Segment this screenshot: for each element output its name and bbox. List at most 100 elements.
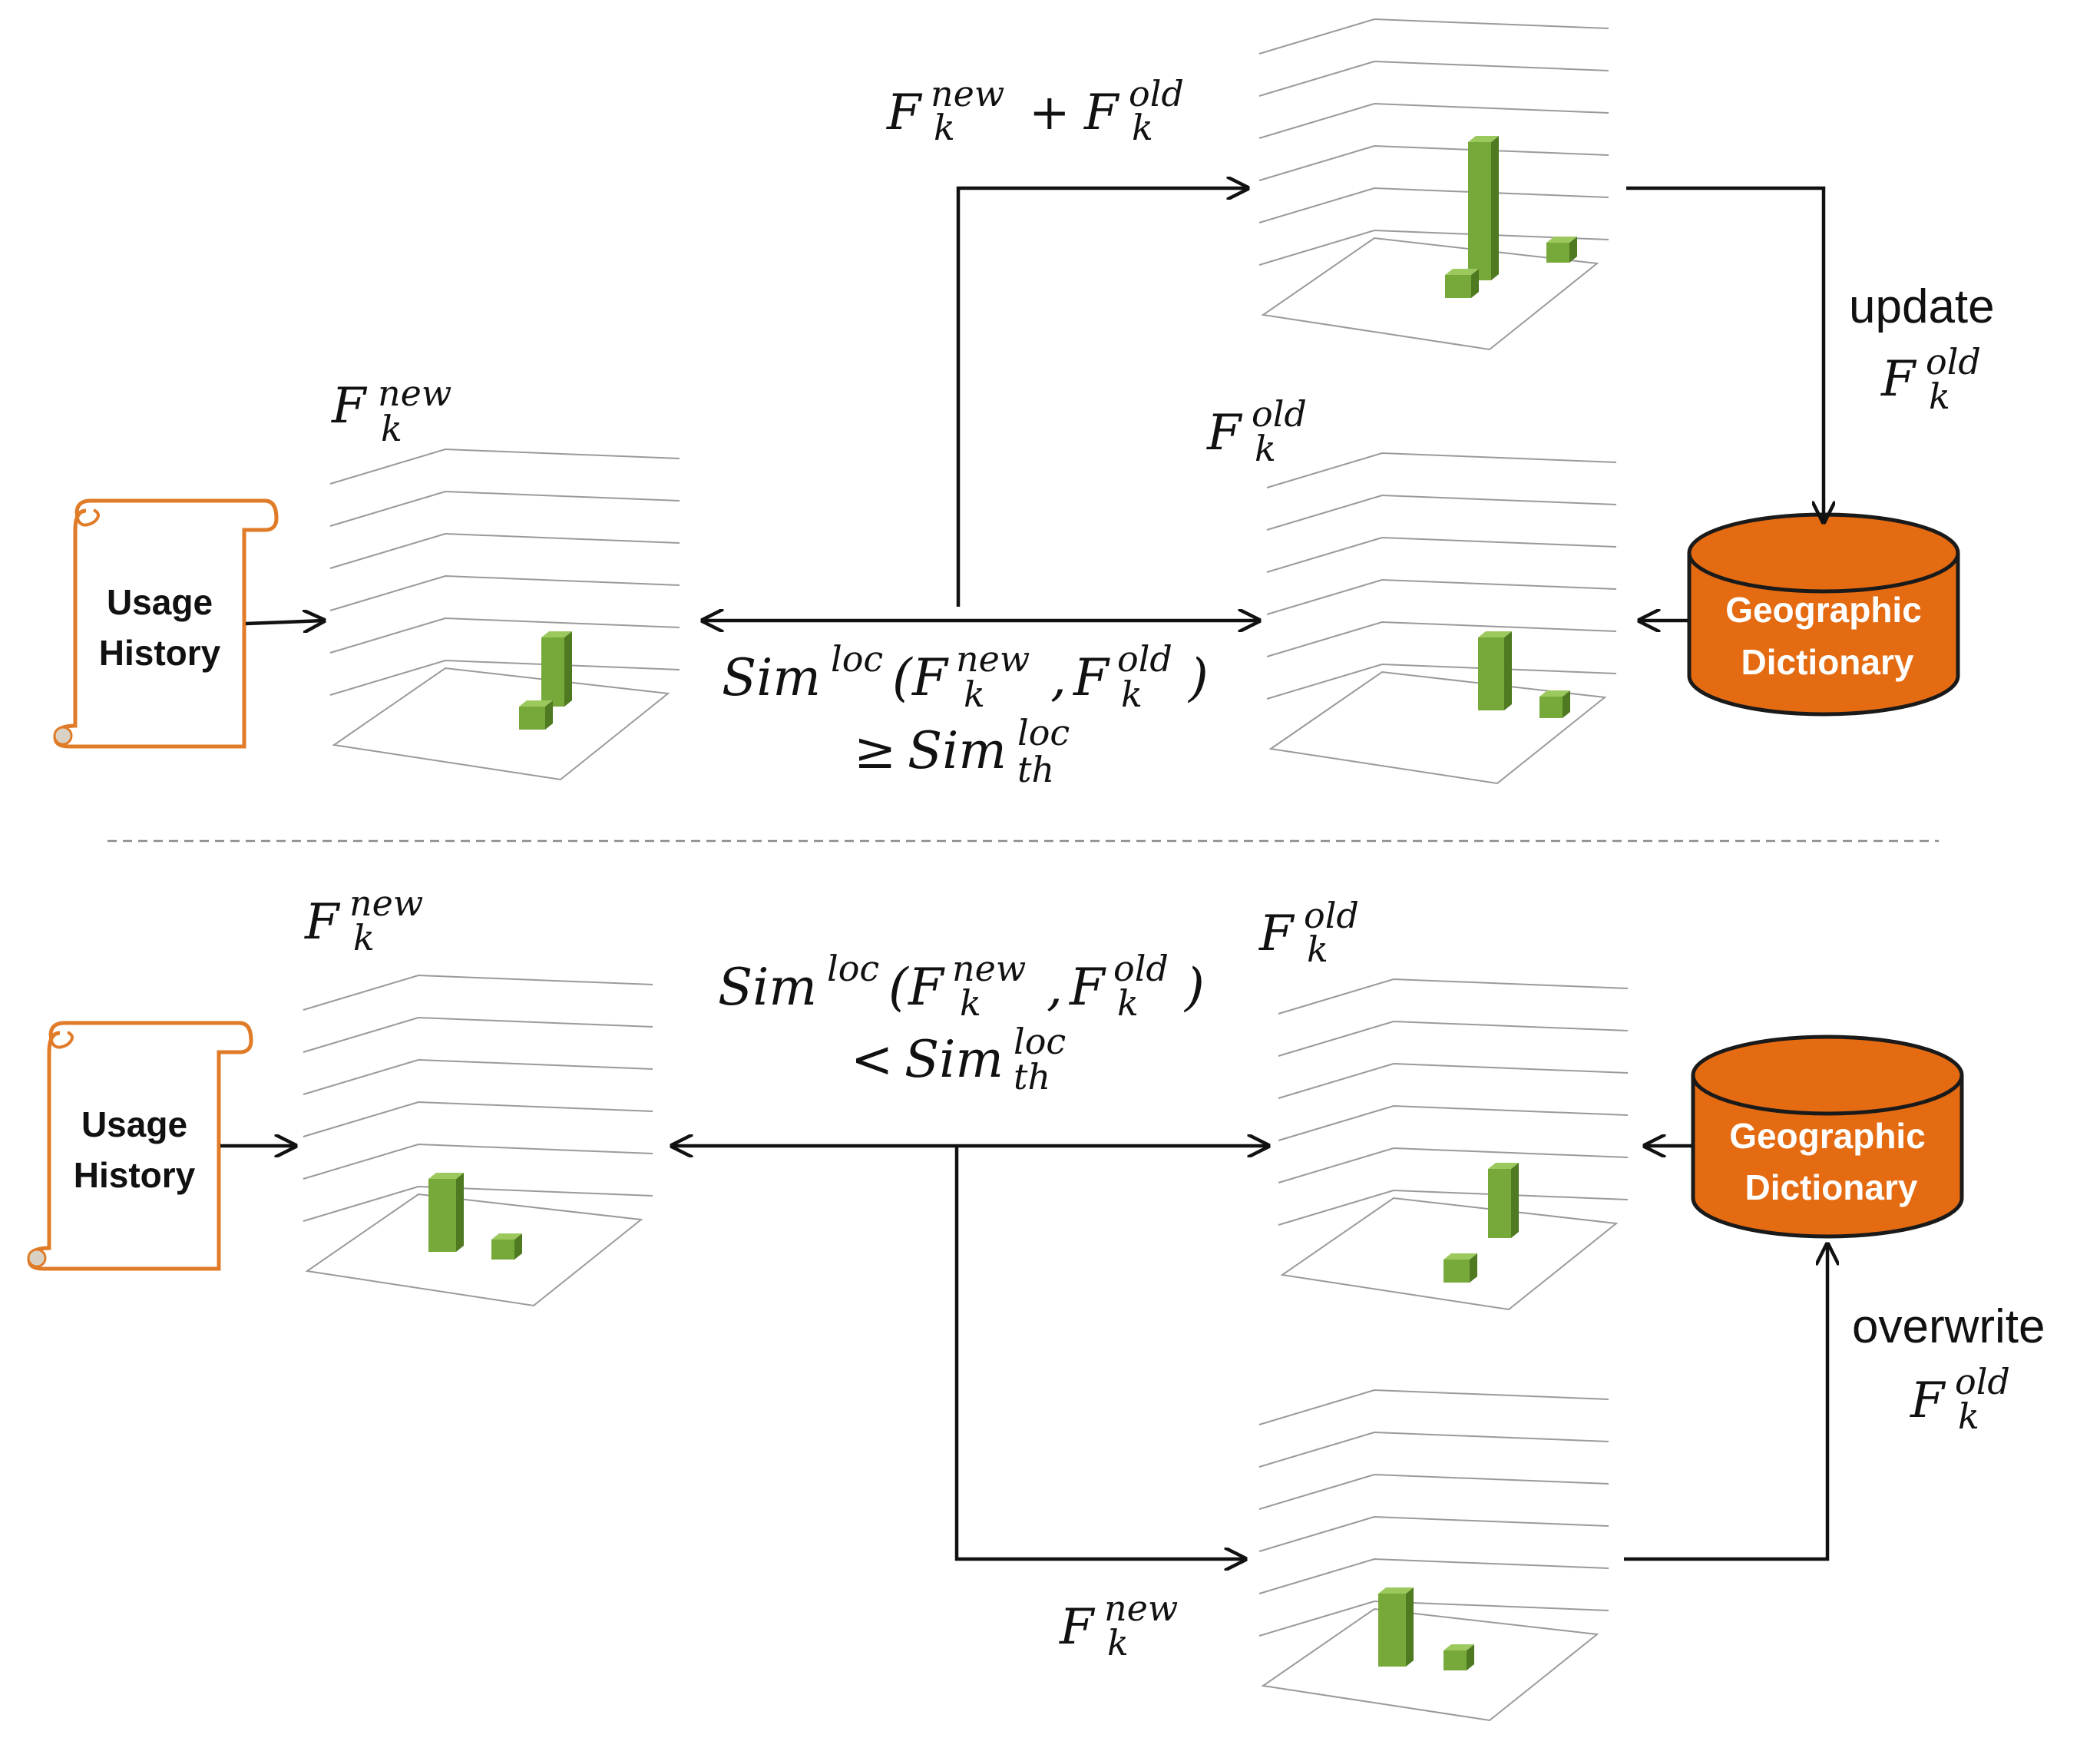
grid-f-new-top (329, 448, 680, 781)
grid-line (1278, 1020, 1629, 1057)
bar-front-face (1478, 637, 1504, 710)
bar-tall (1468, 136, 1499, 280)
grid-line (329, 532, 680, 569)
svg-text:F: F (908, 958, 945, 1017)
bar-short-right (1546, 237, 1577, 263)
bar-front-face (428, 1179, 456, 1252)
bar-side-face (1504, 631, 1512, 710)
bar-top-face (1539, 690, 1570, 697)
grid-line (329, 659, 680, 696)
bar-top-face (1488, 1163, 1519, 1169)
usage-label: Usage (81, 1104, 187, 1144)
bar-side-face (1569, 237, 1577, 263)
bar-top-face (1444, 1644, 1474, 1650)
geographic-dictionary-cylinder: Geographic Dictionary (1687, 512, 1960, 717)
bottom-section: Usage History F new k F old k (27, 882, 2045, 1722)
svg-text:,: , (1050, 648, 1067, 707)
grid-line (1266, 536, 1617, 573)
bar-front-face (1444, 1650, 1467, 1670)
svg-text:new: new (956, 638, 1030, 680)
grid-line (1278, 1147, 1629, 1183)
bar-top-face (1445, 269, 1479, 275)
bar-tall (428, 1173, 464, 1252)
svg-text:Sim: Sim (908, 721, 1007, 780)
bar-side-face (1563, 690, 1570, 718)
arrow-to-sum (956, 188, 1248, 607)
bars-f-old-top (1478, 631, 1570, 718)
svg-text:F: F (886, 84, 923, 141)
grid-line (1258, 1389, 1609, 1425)
svg-text:F: F (1069, 958, 1106, 1017)
bar-side-face (1467, 1644, 1474, 1670)
bar-top-face (541, 631, 572, 637)
arrows-bottom (220, 1146, 1827, 1559)
bars-f-sum-top (1445, 136, 1577, 298)
grid-line (1258, 18, 1609, 55)
bar-top-face (1468, 136, 1499, 142)
svg-text:old: old (1304, 895, 1359, 936)
svg-text:k: k (353, 917, 375, 958)
svg-text:k: k (1117, 982, 1139, 1024)
grid-line (1258, 144, 1609, 181)
svg-text:(: ( (892, 648, 913, 707)
bar-front-face (1378, 1594, 1406, 1667)
grid-floor (1268, 670, 1607, 785)
svg-text:new: new (931, 73, 1004, 114)
bars-f-new-bottom (428, 1173, 522, 1260)
arrow-usage-to-fnew (245, 621, 324, 624)
bar-top-face (519, 700, 553, 707)
svg-text:th: th (1017, 749, 1054, 790)
bar-tall (1488, 1163, 1519, 1238)
svg-text:F: F (1059, 1599, 1096, 1656)
usage-history-scroll: Usage History (27, 1021, 253, 1271)
svg-text:≥: ≥ (854, 721, 896, 780)
grid-line (1258, 229, 1609, 266)
grid-line (1258, 1600, 1609, 1637)
bar-front-face (519, 707, 545, 730)
svg-text:k: k (1307, 929, 1328, 970)
bar-short (1444, 1644, 1474, 1670)
bars-f-new-top (519, 631, 572, 730)
arrow-to-fnew-lower (954, 1146, 1245, 1559)
bar-short (1539, 690, 1570, 718)
svg-text:old: old (1117, 638, 1172, 680)
svg-text:k: k (1255, 428, 1276, 469)
grid-floor (1261, 1607, 1599, 1722)
bars-f-new-lower (1378, 1587, 1474, 1670)
svg-text:F: F (331, 378, 368, 435)
svg-text:loc: loc (1014, 1021, 1066, 1062)
bar-front-face (1546, 243, 1569, 263)
svg-text:k: k (1958, 1395, 1979, 1437)
bar-short-left (1445, 269, 1479, 298)
bar-side-face (1491, 136, 1499, 280)
svg-text:old: old (1955, 1361, 2010, 1402)
overwrite-label: overwrite F old k (1852, 1300, 2045, 1437)
history-label: History (99, 633, 221, 673)
grid-line (1258, 102, 1609, 139)
grid-line (303, 1101, 653, 1137)
grid-floor (305, 1193, 643, 1307)
svg-text:F: F (911, 648, 949, 707)
svg-text:loc: loc (1017, 712, 1070, 753)
grid-line (303, 974, 653, 1011)
grid-line (1258, 1515, 1609, 1552)
svg-text:k: k (964, 674, 985, 715)
svg-text:k: k (934, 107, 955, 148)
svg-text:,: , (1047, 958, 1063, 1017)
svg-text:): ) (1187, 648, 1209, 707)
bar-tall (1478, 631, 1512, 710)
condition-lt: Sim loc ( F new k , F old k ) < Sim loc … (718, 948, 1205, 1097)
label-f-new-top: F new k (331, 372, 451, 449)
grid-line (1258, 1431, 1609, 1468)
bar-front-face (541, 637, 564, 707)
svg-text:old: old (1129, 73, 1184, 114)
arrows-top (245, 188, 1824, 624)
bar-side-face (564, 631, 572, 707)
svg-text:old: old (1113, 948, 1169, 989)
bar-side-face (514, 1233, 522, 1260)
bar-top-face (1444, 1253, 1477, 1260)
grid-line (329, 574, 680, 611)
label-f-new-lower: F new k (1059, 1587, 1178, 1664)
bar-top-face (491, 1233, 522, 1240)
